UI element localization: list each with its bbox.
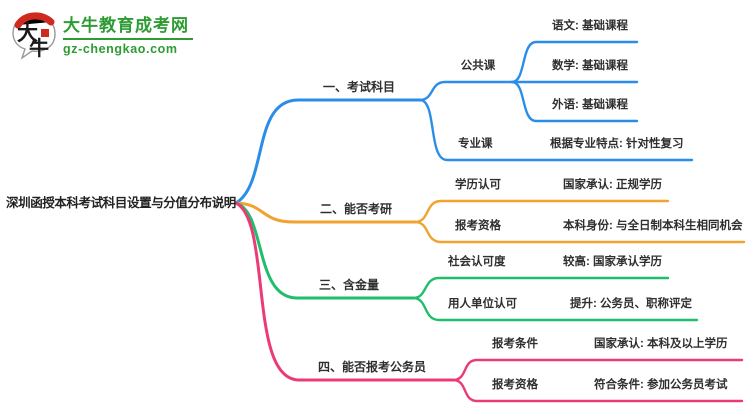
branch-1-leaf-3-label: 外语: 基础课程 (552, 99, 629, 111)
branch-4-leaf-2-label: 符合条件: 参加公务员考试 (594, 379, 728, 391)
branch-2-line (234, 201, 417, 224)
branch-3-child-1-line (411, 276, 670, 300)
branch-1-leaf-2-label: 数学: 基础课程 (552, 60, 629, 72)
branch-1-child-1-line (418, 80, 639, 102)
logo-red-arc (14, 12, 55, 29)
logo-char-bottom: 牛 (29, 36, 49, 60)
root-node-label: 深圳函授本科考试科目设置与分值分布说明 (6, 196, 236, 210)
branch-1-child-1-label: 公共课 (460, 60, 496, 72)
branch-3-child-2-label: 用人单位认可 (448, 298, 517, 310)
branch-4-child-1-label: 报考条件 (492, 338, 538, 350)
branch-3-child-2-line (411, 296, 699, 322)
logo-char-top: 大 (17, 21, 38, 45)
branch-2-label: 二、能否考研 (319, 202, 393, 216)
branch-4-line (234, 201, 455, 382)
branch-3-label: 三、含金量 (318, 278, 380, 292)
logo-seal (41, 29, 49, 37)
logo-bubble (12, 14, 56, 60)
branch-1-label: 一、考试科目 (322, 80, 396, 94)
branch-4-leaf-1-label: 国家承认: 本科及以上学历 (594, 338, 728, 350)
branch-4-child-2-line (451, 378, 744, 403)
logo-text: 大牛教育成考网 gz-chengkao.com (63, 15, 193, 56)
logo-divider (63, 37, 193, 40)
site-logo: 大 牛 大牛教育成考网 gz-chengkao.com (10, 10, 193, 60)
branch-3-leaf-1-label: 较高: 国家承认学历 (563, 256, 663, 268)
site-name: 大牛教育成考网 (63, 15, 189, 35)
branch-1-leaf-1-line (510, 40, 639, 84)
branch-3-leaf-2-label: 提升: 公务员、职称评定 (570, 298, 693, 310)
branch-1-leaf-3-line (510, 80, 639, 123)
branch-2-child-2-label: 报考资格 (455, 220, 501, 232)
branch-3-child-1-label: 社会认可度 (448, 256, 506, 268)
branch-1-leaf-4-label: 根据专业特点: 针对性复习 (550, 138, 684, 150)
branch-1-line (234, 98, 422, 205)
logo-icon: 大 牛 (12, 12, 56, 60)
branch-2-child-2-line (413, 220, 746, 244)
branch-4-label: 四、能否报考公务员 (317, 360, 427, 374)
branch-4-child-1-line (451, 358, 744, 382)
branch-2-lines (234, 199, 746, 244)
branch-3-lines (234, 201, 699, 322)
branch-2-leaf-1-label: 国家承认: 正规学历 (563, 179, 663, 191)
branch-3-line (234, 201, 415, 300)
branch-2-leaf-2-label: 本科身份: 与全日制本科生相同机会 (563, 220, 743, 232)
branch-1-leaf-1-label: 语文: 基础课程 (552, 20, 629, 32)
branch-1-child-2-line (418, 98, 694, 162)
branch-4-lines (234, 201, 744, 403)
branch-2-child-1-label: 学历认可 (455, 179, 501, 191)
branch-4-child-2-label: 报考资格 (492, 379, 538, 391)
branch-2-child-1-line (413, 199, 670, 224)
branch-1-child-2-label: 专业课 (458, 138, 493, 150)
branch-1-lines (234, 40, 694, 205)
site-domain: gz-chengkao.com (63, 41, 178, 56)
